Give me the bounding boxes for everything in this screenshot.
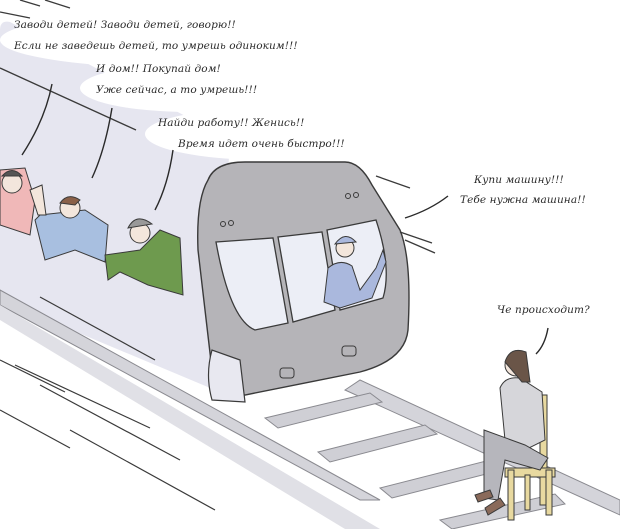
speed-lines-top [0,0,71,19]
speech-driver-car: Купи машину!!! Тебе нужна машина!! [460,170,586,210]
speech-passengers-house: И дом!! Покупай дом! Уже сейчас, а то ум… [96,59,257,101]
passengers [0,167,184,296]
passenger-green [104,218,184,296]
train-body [0,21,230,391]
person-on-chair [474,349,556,521]
speech-line: Время идет очень быстро!!! [178,138,345,150]
passenger-pink [0,167,36,236]
speech-line: И дом!! Покупай дом! [96,63,221,75]
speech-bubbles [0,12,385,160]
speech-line: Купи машину!!! [474,174,564,186]
speech-line: Если не заведешь детей, то умрешь одинок… [14,40,298,52]
passenger-blue [29,184,109,263]
speed-lines-bottom [0,359,216,511]
speech-passengers-kids: Заводи детей! Заводи детей, говорю!! Есл… [14,15,298,57]
speech-line: Тебе нужна машина!! [460,194,586,206]
speech-line: Заводи детей! Заводи детей, говорю!! [14,19,236,31]
speech-line: Уже сейчас, а то умрешь!!! [96,84,258,96]
speech-tails [21,83,549,355]
speech-passengers-job: Найди работу!! Женись!! Время идет очень… [158,113,345,155]
train-front [197,161,436,403]
train-driver [323,236,387,309]
speech-line: Че происходит? [497,304,590,316]
speech-line: Найди работу!! Женись!! [158,117,305,129]
speech-sitting-person: Че происходит? [497,300,590,321]
chair [504,394,556,521]
